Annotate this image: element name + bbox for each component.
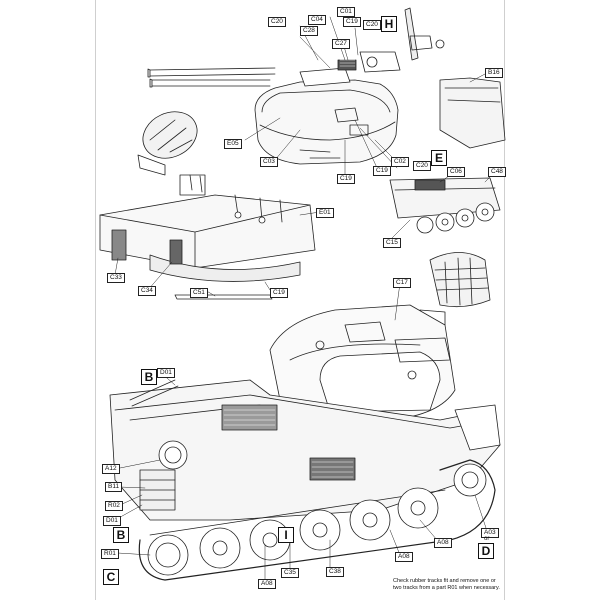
part-label-a08: A08	[395, 552, 413, 562]
radar-turret-drawing	[99, 111, 316, 300]
part-label-c20: C20	[268, 17, 286, 27]
part-label-e05: E05	[224, 139, 242, 149]
part-label-b16: B16	[485, 68, 503, 78]
part-label-c04: C04	[308, 15, 326, 25]
part-label-e01: E01	[316, 208, 334, 218]
vehicle-drawing	[109, 252, 501, 581]
part-label-c28: C28	[300, 26, 318, 36]
part-label-c20: C20	[363, 20, 381, 30]
part-label-a12: A12	[102, 464, 120, 474]
part-label-c38: C38	[326, 567, 344, 577]
part-label-c51: C51	[190, 288, 208, 298]
part-label-c19: C19	[270, 288, 288, 298]
part-label-d01: D01	[103, 516, 121, 526]
part-label-c03: C03	[260, 157, 278, 167]
part-label-a08: A08	[434, 538, 452, 548]
turret-assembly-drawing	[147, 7, 506, 165]
step-marker-i: I	[278, 527, 294, 543]
step-marker-e: E	[431, 150, 447, 166]
part-label-a08: A08	[258, 579, 276, 589]
part-label-c06: C06	[447, 167, 465, 177]
or-text: or	[484, 536, 490, 542]
step-marker-b: B	[113, 527, 129, 543]
part-label-r02: R02	[105, 501, 123, 511]
part-label-c27: C27	[332, 39, 350, 49]
part-label-c02: C02	[391, 157, 409, 167]
assembly-note: Check rubber tracks fit and remove one o…	[393, 578, 500, 591]
step-marker-b: B	[141, 369, 157, 385]
step-marker-d: D	[478, 543, 494, 559]
part-label-r01: R01	[101, 549, 119, 559]
part-label-c17: C17	[393, 278, 411, 288]
part-label-c19: C19	[343, 17, 361, 27]
step-marker-h: H	[381, 16, 397, 32]
part-label-c35: C35	[281, 568, 299, 578]
part-label-b11: B11	[105, 482, 123, 492]
part-label-c01: C01	[337, 7, 355, 17]
part-label-c15: C15	[383, 238, 401, 248]
part-label-c34: C34	[138, 286, 156, 296]
part-label-c33: C33	[107, 273, 125, 283]
leader-lines	[114, 16, 496, 581]
part-label-a03: A03	[481, 528, 499, 538]
hull-detail-drawing	[389, 177, 501, 234]
step-marker-c: C	[103, 569, 119, 585]
part-label-d01: D01	[157, 368, 175, 378]
part-label-c19: C19	[337, 174, 355, 184]
part-label-c19: C19	[373, 166, 391, 176]
part-label-c20: C20	[413, 161, 431, 171]
part-label-c48: C48	[488, 167, 506, 177]
